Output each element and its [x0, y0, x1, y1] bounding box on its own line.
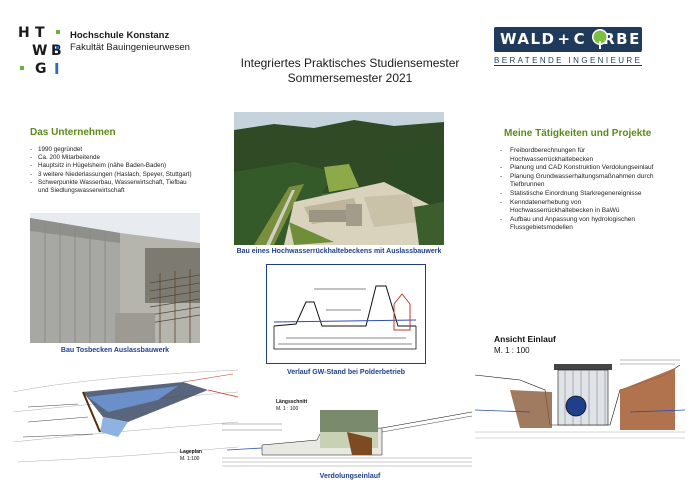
company-subtitle: BERATENDE INGENIEURE	[494, 56, 643, 65]
logo-letter-g: G	[35, 61, 47, 77]
title-line-2: Sommersemester 2021	[287, 71, 413, 85]
tasks-list: Freibordberechnungen für Hochwasserrückh…	[500, 147, 665, 233]
htwg-logo: H T W G B I	[18, 25, 64, 78]
list-item: Planung Grundwasserhaltungsmaßnahmen dur…	[500, 173, 665, 190]
list-item: Kenndatenerhebung von Hochwasserrückhalt…	[500, 199, 665, 216]
company-logo-text: WALD+C RBE	[500, 30, 641, 48]
company-logo-box	[494, 27, 642, 52]
list-item: Aufbau und Anpassung von hydrologischen …	[500, 216, 665, 233]
logo-dot-blue	[56, 46, 59, 49]
tosbecken-caption: Bau Tosbecken Auslassbauwerk	[60, 347, 170, 354]
laengsschnitt-scale: M. 1 : 100	[276, 406, 299, 412]
logo-word-rbe: RBE	[603, 30, 641, 48]
verdolung-caption: Verdolungseinlauf	[319, 473, 381, 480]
laengsschnitt-drawing	[222, 410, 473, 467]
ansicht-scale: M. 1 : 100	[494, 346, 530, 355]
tosbecken-photo	[30, 213, 200, 343]
aerial-caption: Bau eines Hochwasserrückhaltebeckens mit…	[236, 248, 442, 255]
tasks-heading: Meine Tätigkeiten und Projekte	[504, 128, 652, 139]
logo-dot-green-2	[20, 66, 24, 70]
company-heading: Das Unternehmen	[30, 127, 116, 138]
tree-icon	[592, 29, 608, 49]
logo-word-c: C	[573, 30, 587, 48]
logo-word-wald: WALD	[500, 30, 556, 48]
laengsschnitt-title: Längsschnitt	[276, 399, 308, 405]
lageplan-scale: M. 1:100	[180, 456, 200, 462]
lageplan-drawing	[8, 362, 240, 472]
list-item: Statistische Einordnung Starkregenereign…	[500, 190, 665, 199]
logo-letter-w: W	[32, 43, 48, 59]
logo-plus: +	[557, 30, 572, 48]
list-item: Planung und CAD Konstruktion Verdolungse…	[500, 164, 665, 173]
logo-letter-t: T	[35, 25, 45, 41]
aerial-photo	[234, 112, 444, 245]
ansicht-einlauf-drawing	[474, 359, 686, 439]
logo-letter-b: B	[51, 43, 62, 59]
logo-letter-i: I	[54, 60, 60, 78]
logo-letter-h: H	[18, 25, 30, 41]
lageplan-title: Lageplan	[180, 449, 202, 455]
gw-stand-caption: Verlauf GW-Stand bei Polderbetrieb	[286, 369, 406, 376]
title-line-1: Integriertes Praktisches Studiensemester	[240, 56, 460, 70]
list-item: 3 weitere Niederlassungen (Haslach, Spey…	[30, 171, 195, 179]
list-item: Hauptsitz in Hügelsheim (nähe Baden-Bade…	[30, 162, 195, 170]
university-name: Hochschule Konstanz	[70, 30, 170, 41]
list-item: 1990 gegründet	[30, 146, 195, 154]
page-title: Integriertes Praktisches Studiensemester…	[200, 56, 500, 86]
company-underline	[494, 65, 642, 66]
list-item: Freibordberechnungen für Hochwasserrückh…	[500, 147, 665, 164]
faculty-name: Fakultät Bauingenieurwesen	[70, 42, 190, 53]
list-item: Ca. 200 Mitarbeitende	[30, 154, 195, 162]
list-item: Schwerpunkte Wasserbau, Wasserwirtschaft…	[30, 179, 195, 195]
logo-dot-green	[56, 30, 60, 34]
company-facts-list: 1990 gegründet Ca. 200 Mitarbeitende Hau…	[30, 146, 195, 195]
gw-stand-sketch	[266, 264, 426, 364]
ansicht-title: Ansicht Einlauf	[494, 334, 556, 344]
